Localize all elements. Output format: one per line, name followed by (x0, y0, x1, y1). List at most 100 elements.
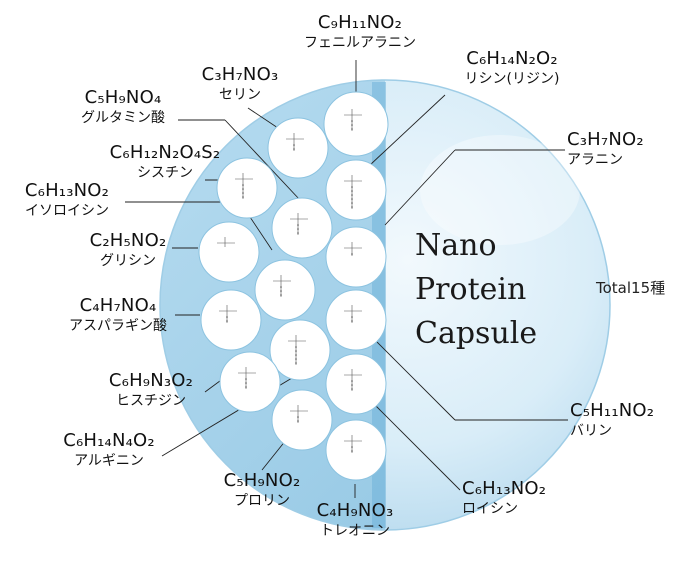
leader-glutamic-2 (224, 119, 301, 201)
label-histidine: C₆H₉N₃O₂ ヒスチジン (98, 370, 204, 409)
atom-dot (242, 188, 244, 190)
amino-name: アルギニン (74, 452, 144, 469)
atom-dot (242, 192, 244, 194)
molecule-threonine (325, 419, 387, 481)
structure-sketch (238, 367, 256, 389)
formula: C₄H₉NO₃ (316, 500, 394, 521)
amino-name: バリン (570, 422, 612, 439)
atom-dot (242, 196, 244, 198)
molecule-glutamic (271, 197, 333, 259)
atom-dot (245, 382, 247, 384)
atom-dot (351, 253, 353, 255)
atom-dot (295, 362, 297, 364)
structure-sketch (344, 305, 362, 323)
structure-sketch (290, 213, 308, 235)
formula: C₃H₇NO₃ (201, 64, 279, 85)
label-leucine: C₆H₁₃NO₂ ロイシン (462, 478, 572, 517)
structure-sketch (219, 305, 237, 323)
structure-sketch (344, 175, 362, 209)
structural-formulas (217, 109, 362, 453)
molecule-isoleucine (254, 259, 316, 321)
amino-name: フェニルアラニン (304, 34, 416, 51)
label-proline: C₅H₉NO₂ プロリン (212, 470, 312, 509)
formula: C₆H₁₃NO₂ (24, 180, 110, 201)
molecule-cystine (216, 157, 278, 219)
label-phenylalanine: C₉H₁₁NO₂ フェニルアラニン (300, 12, 420, 51)
structure-sketch (290, 405, 308, 423)
atom-dot (351, 446, 353, 448)
atom-dot (351, 128, 353, 130)
label-aspartic: C₄H₇NO₄ アスパラギン酸 (62, 296, 174, 334)
atom-dot (351, 316, 353, 318)
atom-dot (351, 186, 353, 188)
amino-name: アスパラギン酸 (69, 317, 167, 334)
atom-dot (226, 320, 228, 322)
amino-name: セリン (219, 86, 261, 103)
amino-name: リシン(リジン) (464, 70, 560, 87)
amino-name: グルタミン酸 (81, 109, 165, 126)
structure-sketch (217, 237, 235, 247)
label-arginine: C₆H₁₄N₄O₂ アルギニン (56, 430, 162, 469)
atom-dot (245, 378, 247, 380)
molecule-serine (267, 117, 329, 179)
atom-dot (295, 346, 297, 348)
formula: C₆H₁₂N₂O₄S₂ (109, 142, 221, 163)
molecule-aspartic (200, 289, 262, 351)
atom-dot (351, 206, 353, 208)
label-lysine: C₆H₁₄N₂O₂ リシン(リジン) (447, 48, 577, 87)
atom-dot (280, 290, 282, 292)
atom-dot (351, 380, 353, 382)
molecule-histidine (219, 351, 281, 413)
title-line-1: Nano (415, 228, 497, 263)
amino-name: トレオニン (320, 522, 390, 539)
amino-name: ロイシン (462, 500, 518, 517)
leader-lysine (369, 94, 446, 166)
atom-dot (351, 194, 353, 196)
leader-leucine (374, 404, 461, 491)
label-glycine: C₂H₅NO₂ グリシン (82, 231, 174, 269)
atom-dot (297, 416, 299, 418)
formula: C₆H₁₄N₂O₂ (466, 48, 558, 69)
formula: C₆H₁₄N₄O₂ (63, 430, 155, 451)
atom-dot (297, 420, 299, 422)
total-count: Total15種 (596, 279, 666, 297)
label-threonine: C₄H₉NO₃ トレオニン (303, 500, 407, 539)
amino-name: グリシン (100, 252, 156, 269)
formula: C₆H₁₃NO₂ (462, 478, 547, 499)
molecule-alanine (325, 226, 387, 288)
molecule-valine (325, 289, 387, 351)
capsule-highlight (420, 135, 580, 245)
atom-dot (293, 148, 295, 150)
structure-sketch (344, 369, 362, 391)
label-alanine: C₃H₇NO₂ アラニン (567, 130, 677, 168)
amino-name: ヒスチジン (116, 392, 186, 409)
atom-dot (295, 358, 297, 360)
atom-dot (280, 286, 282, 288)
structure-sketch (235, 173, 253, 199)
structure-sketch (344, 109, 362, 131)
molecule-phenylalanine (323, 91, 389, 157)
formula: C₅H₉NO₂ (223, 470, 301, 491)
structure-sketch (344, 242, 362, 256)
amino-name: シスチン (137, 164, 193, 181)
formula: C₉H₁₁NO₂ (317, 12, 403, 33)
capsule-right-half (385, 80, 610, 530)
label-serine: C₃H₇NO₃ セリン (195, 64, 285, 103)
structure-sketch (344, 435, 362, 453)
atom-dot (295, 354, 297, 356)
atom-dot (297, 228, 299, 230)
label-valine: C₅H₁₁NO₂ バリン (570, 401, 680, 439)
label-glutamic: C₅H₉NO₄ グルタミン酸 (68, 88, 178, 126)
atom-dot (242, 184, 244, 186)
atom-dot (351, 320, 353, 322)
structure-sketch (286, 133, 304, 151)
atom-dot (351, 120, 353, 122)
molecule-circles (198, 91, 389, 481)
formula: C₆H₉N₃O₂ (108, 370, 194, 391)
amino-name: アラニン (567, 151, 623, 168)
molecule-arginine (269, 319, 331, 381)
molecule-lysine (325, 159, 387, 221)
atom-dot (351, 202, 353, 204)
atom-dot (226, 316, 228, 318)
